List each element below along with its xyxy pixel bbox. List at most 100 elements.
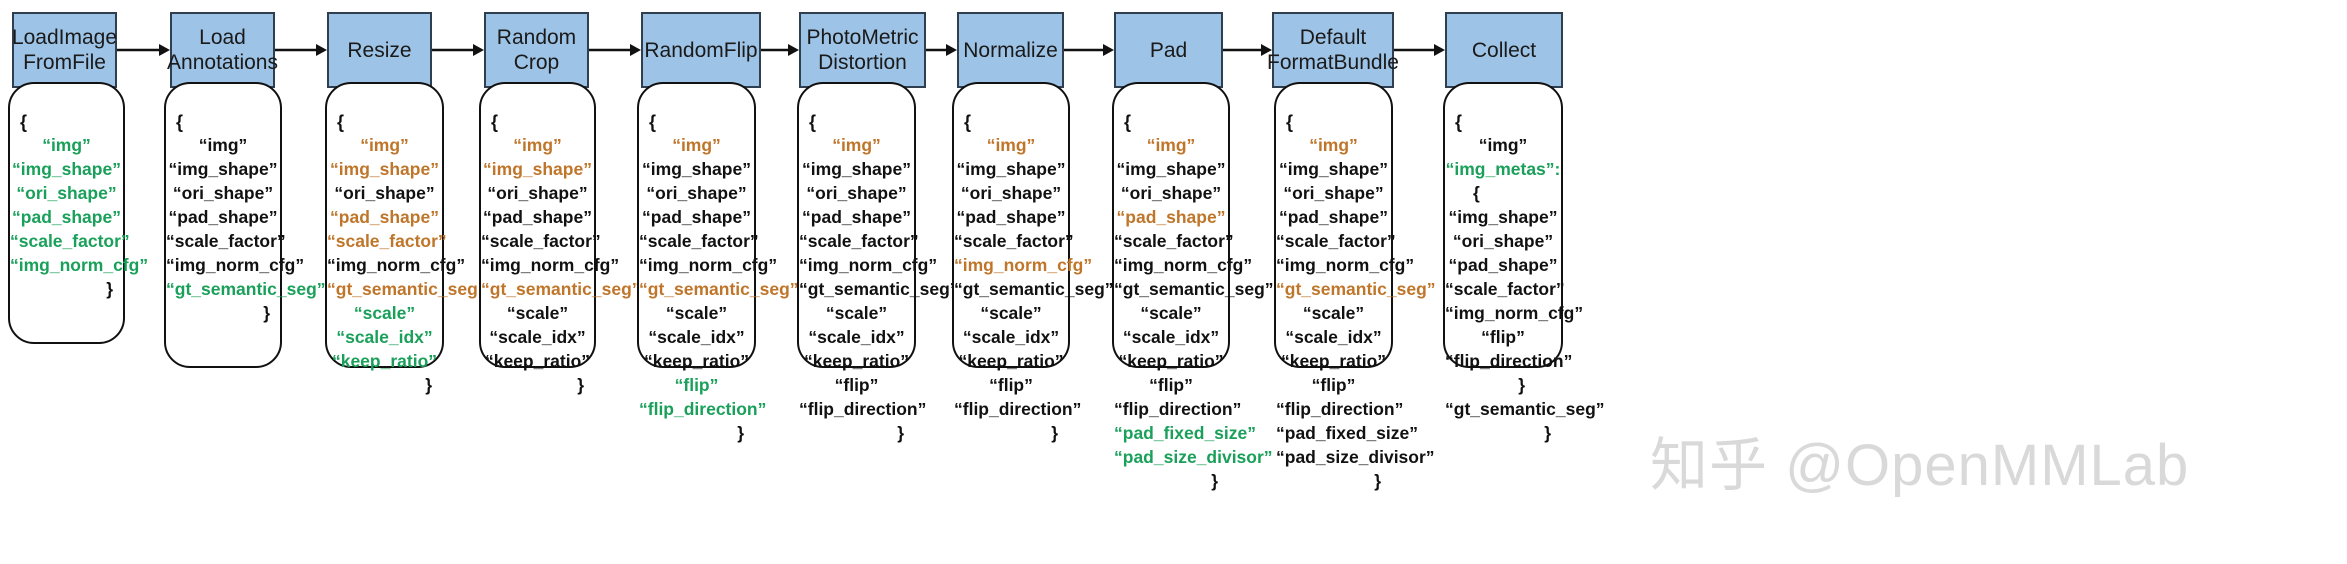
key-item: “scale” xyxy=(1140,303,1202,323)
close-brace-glyph: } xyxy=(106,279,113,299)
key-item: “img_norm_cfg” xyxy=(954,255,1093,275)
result-panel-1: {“img”“img_shape”“ori_shape”“pad_shape”“… xyxy=(8,82,149,344)
key-item: “scale_factor” xyxy=(10,231,130,251)
arrow-head-icon xyxy=(1261,44,1272,56)
key-item: “flip” xyxy=(1149,375,1193,395)
key-item: “pad_shape” xyxy=(330,207,439,227)
key-item: “flip_direction” xyxy=(799,399,927,419)
key-item: “gt_semantic_seg” xyxy=(327,279,487,299)
key-list: “img”“img_shape”“ori_shape”“pad_shape”“s… xyxy=(327,133,487,397)
key-item: “keep_ratio” xyxy=(484,351,591,371)
key-item: “scale_idx” xyxy=(1285,327,1382,347)
close-brace-glyph: } xyxy=(577,375,584,395)
key-item: “pad_size_divisor” xyxy=(1276,447,1435,467)
key-item: “pad_shape” xyxy=(1116,207,1226,227)
key-item: “scale_factor” xyxy=(1276,231,1396,251)
key-list: “img”“img_shape”“ori_shape”“pad_shape”“s… xyxy=(954,133,1114,445)
key-item: “img” xyxy=(832,135,881,155)
key-item: “ori_shape” xyxy=(172,183,274,203)
result-panel-8: {“img”“img_shape”“ori_shape”“pad_shape”“… xyxy=(1112,82,1274,491)
key-item: “img_norm_cfg” xyxy=(799,255,938,275)
arrow-head-icon xyxy=(316,44,327,56)
key-item: “gt_semantic_seg” xyxy=(799,279,959,299)
key-item: “img” xyxy=(672,135,721,155)
key-item: “keep_ratio” xyxy=(643,351,750,371)
step-box-8: Pad xyxy=(1114,12,1223,88)
arrow-head-icon xyxy=(159,44,170,56)
key-item: “pad_size_divisor” xyxy=(1114,447,1273,467)
close-brace: } xyxy=(639,421,754,445)
open-brace: { xyxy=(1124,112,1132,132)
open-brace: { xyxy=(649,112,657,132)
key-item: “flip” xyxy=(674,375,719,395)
step-box-9: Default FormatBundle xyxy=(1267,12,1399,88)
key-item: “scale” xyxy=(665,303,728,323)
arrow-head-icon xyxy=(1434,44,1445,56)
close-brace-glyph: } xyxy=(737,423,744,443)
key-item: “keep_ratio” xyxy=(803,351,910,371)
result-panel-10: {“img”“img_metas”:{“img_shape”“ori_shape… xyxy=(1443,82,1605,443)
key-item: “img” xyxy=(1309,135,1358,155)
result-panel-4: {“img”“img_shape”“ori_shape”“pad_shape”“… xyxy=(479,82,641,395)
open-brace: { xyxy=(964,112,972,132)
result-panel-7: {“img”“img_shape”“ori_shape”“pad_shape”“… xyxy=(952,82,1114,443)
key-item: “img_norm_cfg” xyxy=(639,255,778,275)
step-box-6: PhotoMetric Distortion xyxy=(799,12,926,88)
key-item: “pad_shape” xyxy=(802,207,911,227)
key-item: “scale_idx” xyxy=(962,327,1060,347)
key-list: “img”“img_shape”“ori_shape”“pad_shape”“s… xyxy=(1114,133,1274,493)
key-item: “pad_fixed_size” xyxy=(1114,423,1256,443)
key-item: “ori_shape” xyxy=(1120,183,1222,203)
step-box-3: Resize xyxy=(327,12,432,88)
key-item: “img_norm_cfg” xyxy=(1276,255,1415,275)
key-item: “scale_factor” xyxy=(327,231,447,251)
key-item: “scale” xyxy=(980,303,1042,323)
key-list: “img”“img_shape”“ori_shape”“pad_shape”“s… xyxy=(799,133,959,445)
close-brace-glyph: } xyxy=(897,423,904,443)
key-item: “scale_idx” xyxy=(336,327,433,347)
key-item: “keep_ratio” xyxy=(1280,351,1387,371)
key-item: “scale_factor” xyxy=(481,231,601,251)
key-item: “gt_semantic_seg” xyxy=(954,279,1114,299)
key-item: “img_norm_cfg” xyxy=(166,255,305,275)
key-item: “flip” xyxy=(1311,375,1356,395)
result-panel-6: {“img”“img_shape”“ori_shape”“pad_shape”“… xyxy=(797,82,959,443)
open-brace: { xyxy=(176,112,184,132)
key-item: “img_shape” xyxy=(1448,207,1558,227)
step-box-7: Normalize xyxy=(957,12,1064,88)
open-brace: { xyxy=(1286,112,1294,132)
step-box-4: Random Crop xyxy=(484,12,589,88)
key-item: “img_norm_cfg” xyxy=(10,255,149,275)
close-brace-glyph: } xyxy=(1211,471,1218,491)
key-item: “keep_ratio” xyxy=(331,351,438,371)
key-item: “gt_semantic_seg” xyxy=(1276,279,1436,299)
key-item: } xyxy=(1518,375,1525,395)
arrow-head-icon xyxy=(1103,44,1114,56)
key-item: “flip_direction” xyxy=(639,399,767,419)
open-brace: { xyxy=(809,112,817,132)
key-item: “pad_shape” xyxy=(642,207,751,227)
arrow-head-icon xyxy=(630,44,641,56)
close-brace-glyph: } xyxy=(1544,423,1551,443)
key-item: “pad_shape” xyxy=(1448,255,1558,275)
close-brace: } xyxy=(954,421,1068,445)
close-brace: } xyxy=(166,301,280,325)
key-list: “img”“img_shape”“ori_shape”“pad_shape”“s… xyxy=(481,133,641,397)
result-panel-5: {“img”“img_shape”“ori_shape”“pad_shape”“… xyxy=(637,82,799,443)
key-list: “img”“img_shape”“ori_shape”“pad_shape”“s… xyxy=(166,133,326,325)
key-item: “img_shape” xyxy=(802,159,911,179)
key-item: “ori_shape” xyxy=(334,183,435,203)
arrow-head-icon xyxy=(788,44,799,56)
open-brace: { xyxy=(20,112,28,132)
key-item: “img” xyxy=(360,135,409,155)
key-item: “img_shape” xyxy=(642,159,751,179)
key-item: “scale” xyxy=(353,303,416,323)
key-item: “pad_shape” xyxy=(12,207,121,227)
key-item: “flip_direction” xyxy=(1445,351,1573,371)
key-item: “scale” xyxy=(825,303,888,323)
key-item: “scale” xyxy=(506,303,569,323)
key-item: “gt_semantic_seg” xyxy=(1114,279,1274,299)
key-item: “flip” xyxy=(989,375,1033,395)
watermark: 知乎 @OpenMMLab xyxy=(1650,433,2190,498)
